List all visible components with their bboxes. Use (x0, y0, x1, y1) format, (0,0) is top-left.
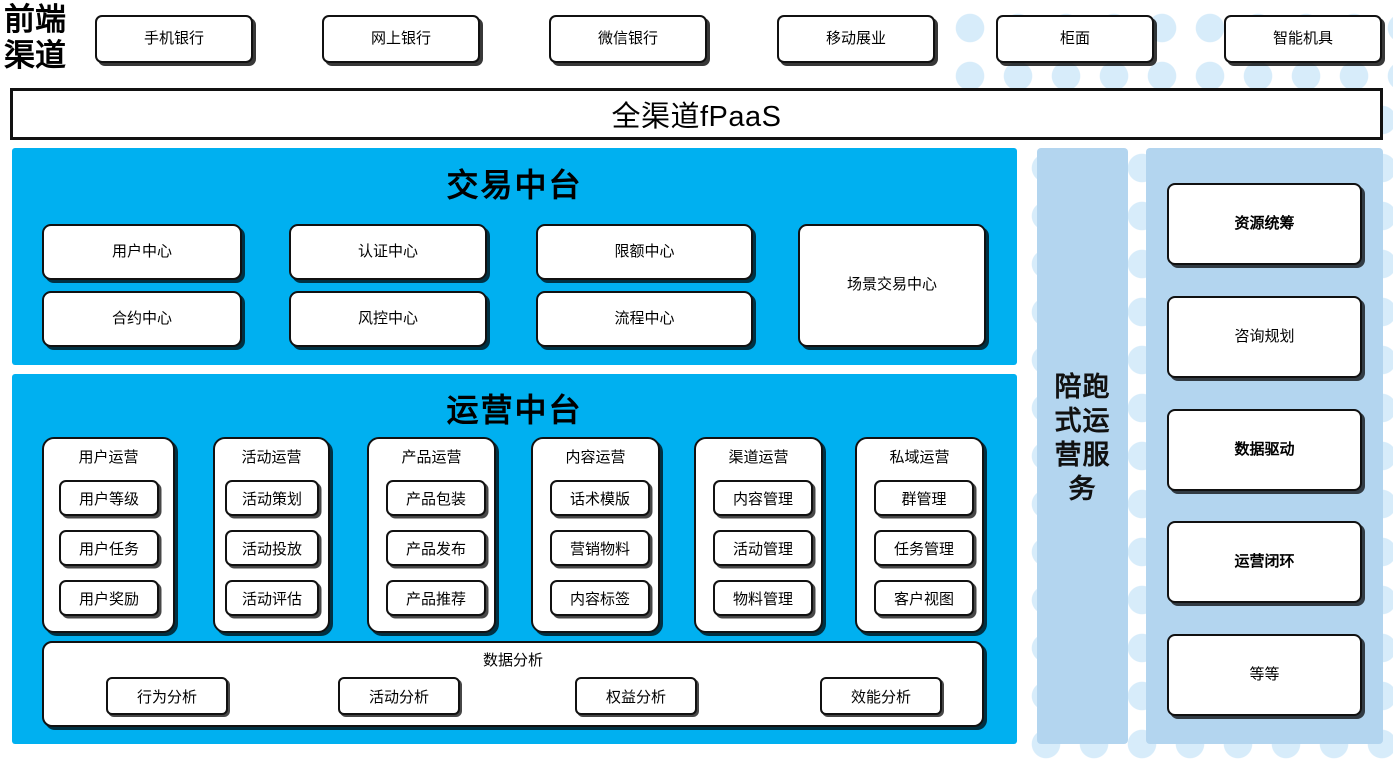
trade-item-riskcontrol-center[interactable]: 风控中心 (289, 291, 487, 347)
channel-item-wechat-bank[interactable]: 微信银行 (549, 15, 707, 63)
ops-item-product-package[interactable]: 产品包装 (386, 480, 486, 516)
trade-item-limit-center[interactable]: 限额中心 (536, 224, 753, 280)
ops-item-script-template[interactable]: 话术模版 (550, 480, 650, 516)
ops-item-product-recommend[interactable]: 产品推荐 (386, 580, 486, 616)
capability-item-operation-loop[interactable]: 运营闭环 (1167, 521, 1362, 603)
service-column-label: 陪跑 式运 营服 务 (1037, 370, 1128, 506)
front-channel-label: 前端 渠道 (4, 2, 92, 74)
ops-item-material-manage[interactable]: 物料管理 (713, 580, 813, 616)
ops-column-title: 活动运营 (241, 449, 302, 466)
service-column-label-line4: 务 (1068, 474, 1097, 505)
ops-column-title: 内容运营 (565, 449, 626, 466)
ops-column-user[interactable]: 用户运营 用户等级 用户任务 用户奖励 (42, 437, 175, 633)
trade-item-process-center[interactable]: 流程中心 (536, 291, 753, 347)
channel-item-mobile-bank[interactable]: 手机银行 (95, 15, 253, 63)
ops-item-user-reward[interactable]: 用户奖励 (59, 580, 159, 616)
trade-item-auth-center[interactable]: 认证中心 (289, 224, 487, 280)
ops-column-title: 渠道运营 (728, 449, 789, 466)
capability-item-etc[interactable]: 等等 (1167, 634, 1362, 716)
ops-column-title: 私域运营 (889, 449, 950, 466)
analytics-item-efficiency[interactable]: 效能分析 (820, 677, 942, 715)
ops-item-customer-view[interactable]: 客户视图 (874, 580, 974, 616)
ops-column-title: 用户运营 (78, 449, 139, 466)
front-channel-label-line1: 前端 (4, 2, 66, 37)
capability-item-resource-coordination[interactable]: 资源统筹 (1167, 183, 1362, 265)
ops-item-campaign-manage[interactable]: 活动管理 (713, 530, 813, 566)
ops-item-campaign-review[interactable]: 活动评估 (225, 580, 319, 616)
service-column-label-line3: 营服 (1054, 440, 1111, 471)
operation-center-heading: 运营中台 (446, 392, 583, 428)
capability-item-consulting-planning[interactable]: 咨询规划 (1167, 296, 1362, 378)
ops-item-content-tag[interactable]: 内容标签 (550, 580, 650, 616)
ops-item-group-manage[interactable]: 群管理 (874, 480, 974, 516)
channel-item-mobile-business[interactable]: 移动展业 (777, 15, 935, 63)
analytics-title: 数据分析 (482, 652, 543, 669)
analytics-item-behavior[interactable]: 行为分析 (106, 677, 228, 715)
ops-column-content[interactable]: 内容运营 话术模版 营销物料 内容标签 (531, 437, 660, 633)
ops-column-campaign[interactable]: 活动运营 活动策划 活动投放 活动评估 (213, 437, 330, 633)
ops-item-user-task[interactable]: 用户任务 (59, 530, 159, 566)
ops-item-campaign-plan[interactable]: 活动策划 (225, 480, 319, 516)
ops-item-user-level[interactable]: 用户等级 (59, 480, 159, 516)
ops-column-private-domain[interactable]: 私域运营 群管理 任务管理 客户视图 (855, 437, 984, 633)
ops-item-product-release[interactable]: 产品发布 (386, 530, 486, 566)
front-channel-label-line2: 渠道 (4, 37, 66, 73)
ops-column-title: 产品运营 (401, 449, 462, 466)
service-column-label-line2: 式运 (1054, 406, 1111, 437)
trade-item-contract-center[interactable]: 合约中心 (42, 291, 242, 347)
trade-item-user-center[interactable]: 用户中心 (42, 224, 242, 280)
service-column-label-line1: 陪跑 (1054, 372, 1111, 402)
omnichannel-fpaas-bar[interactable]: 全渠道fPaaS (10, 88, 1383, 140)
ops-item-task-manage[interactable]: 任务管理 (874, 530, 974, 566)
trade-center-heading: 交易中台 (446, 167, 583, 203)
ops-column-channel[interactable]: 渠道运营 内容管理 活动管理 物料管理 (694, 437, 823, 633)
ops-item-marketing-material[interactable]: 营销物料 (550, 530, 650, 566)
analytics-item-campaign[interactable]: 活动分析 (338, 677, 460, 715)
capability-item-data-driven[interactable]: 数据驱动 (1167, 409, 1362, 491)
ops-item-campaign-launch[interactable]: 活动投放 (225, 530, 319, 566)
ops-column-product[interactable]: 产品运营 产品包装 产品发布 产品推荐 (367, 437, 496, 633)
trade-item-scenario-trade-center[interactable]: 场景交易中心 (798, 224, 986, 347)
channel-item-counter[interactable]: 柜面 (996, 15, 1154, 63)
analytics-item-benefit[interactable]: 权益分析 (575, 677, 697, 715)
analytics-section[interactable]: 数据分析 行为分析 活动分析 权益分析 效能分析 (42, 641, 984, 727)
ops-item-content-manage[interactable]: 内容管理 (713, 480, 813, 516)
channel-item-online-bank[interactable]: 网上银行 (322, 15, 480, 63)
channel-item-smart-device[interactable]: 智能机具 (1224, 15, 1382, 63)
